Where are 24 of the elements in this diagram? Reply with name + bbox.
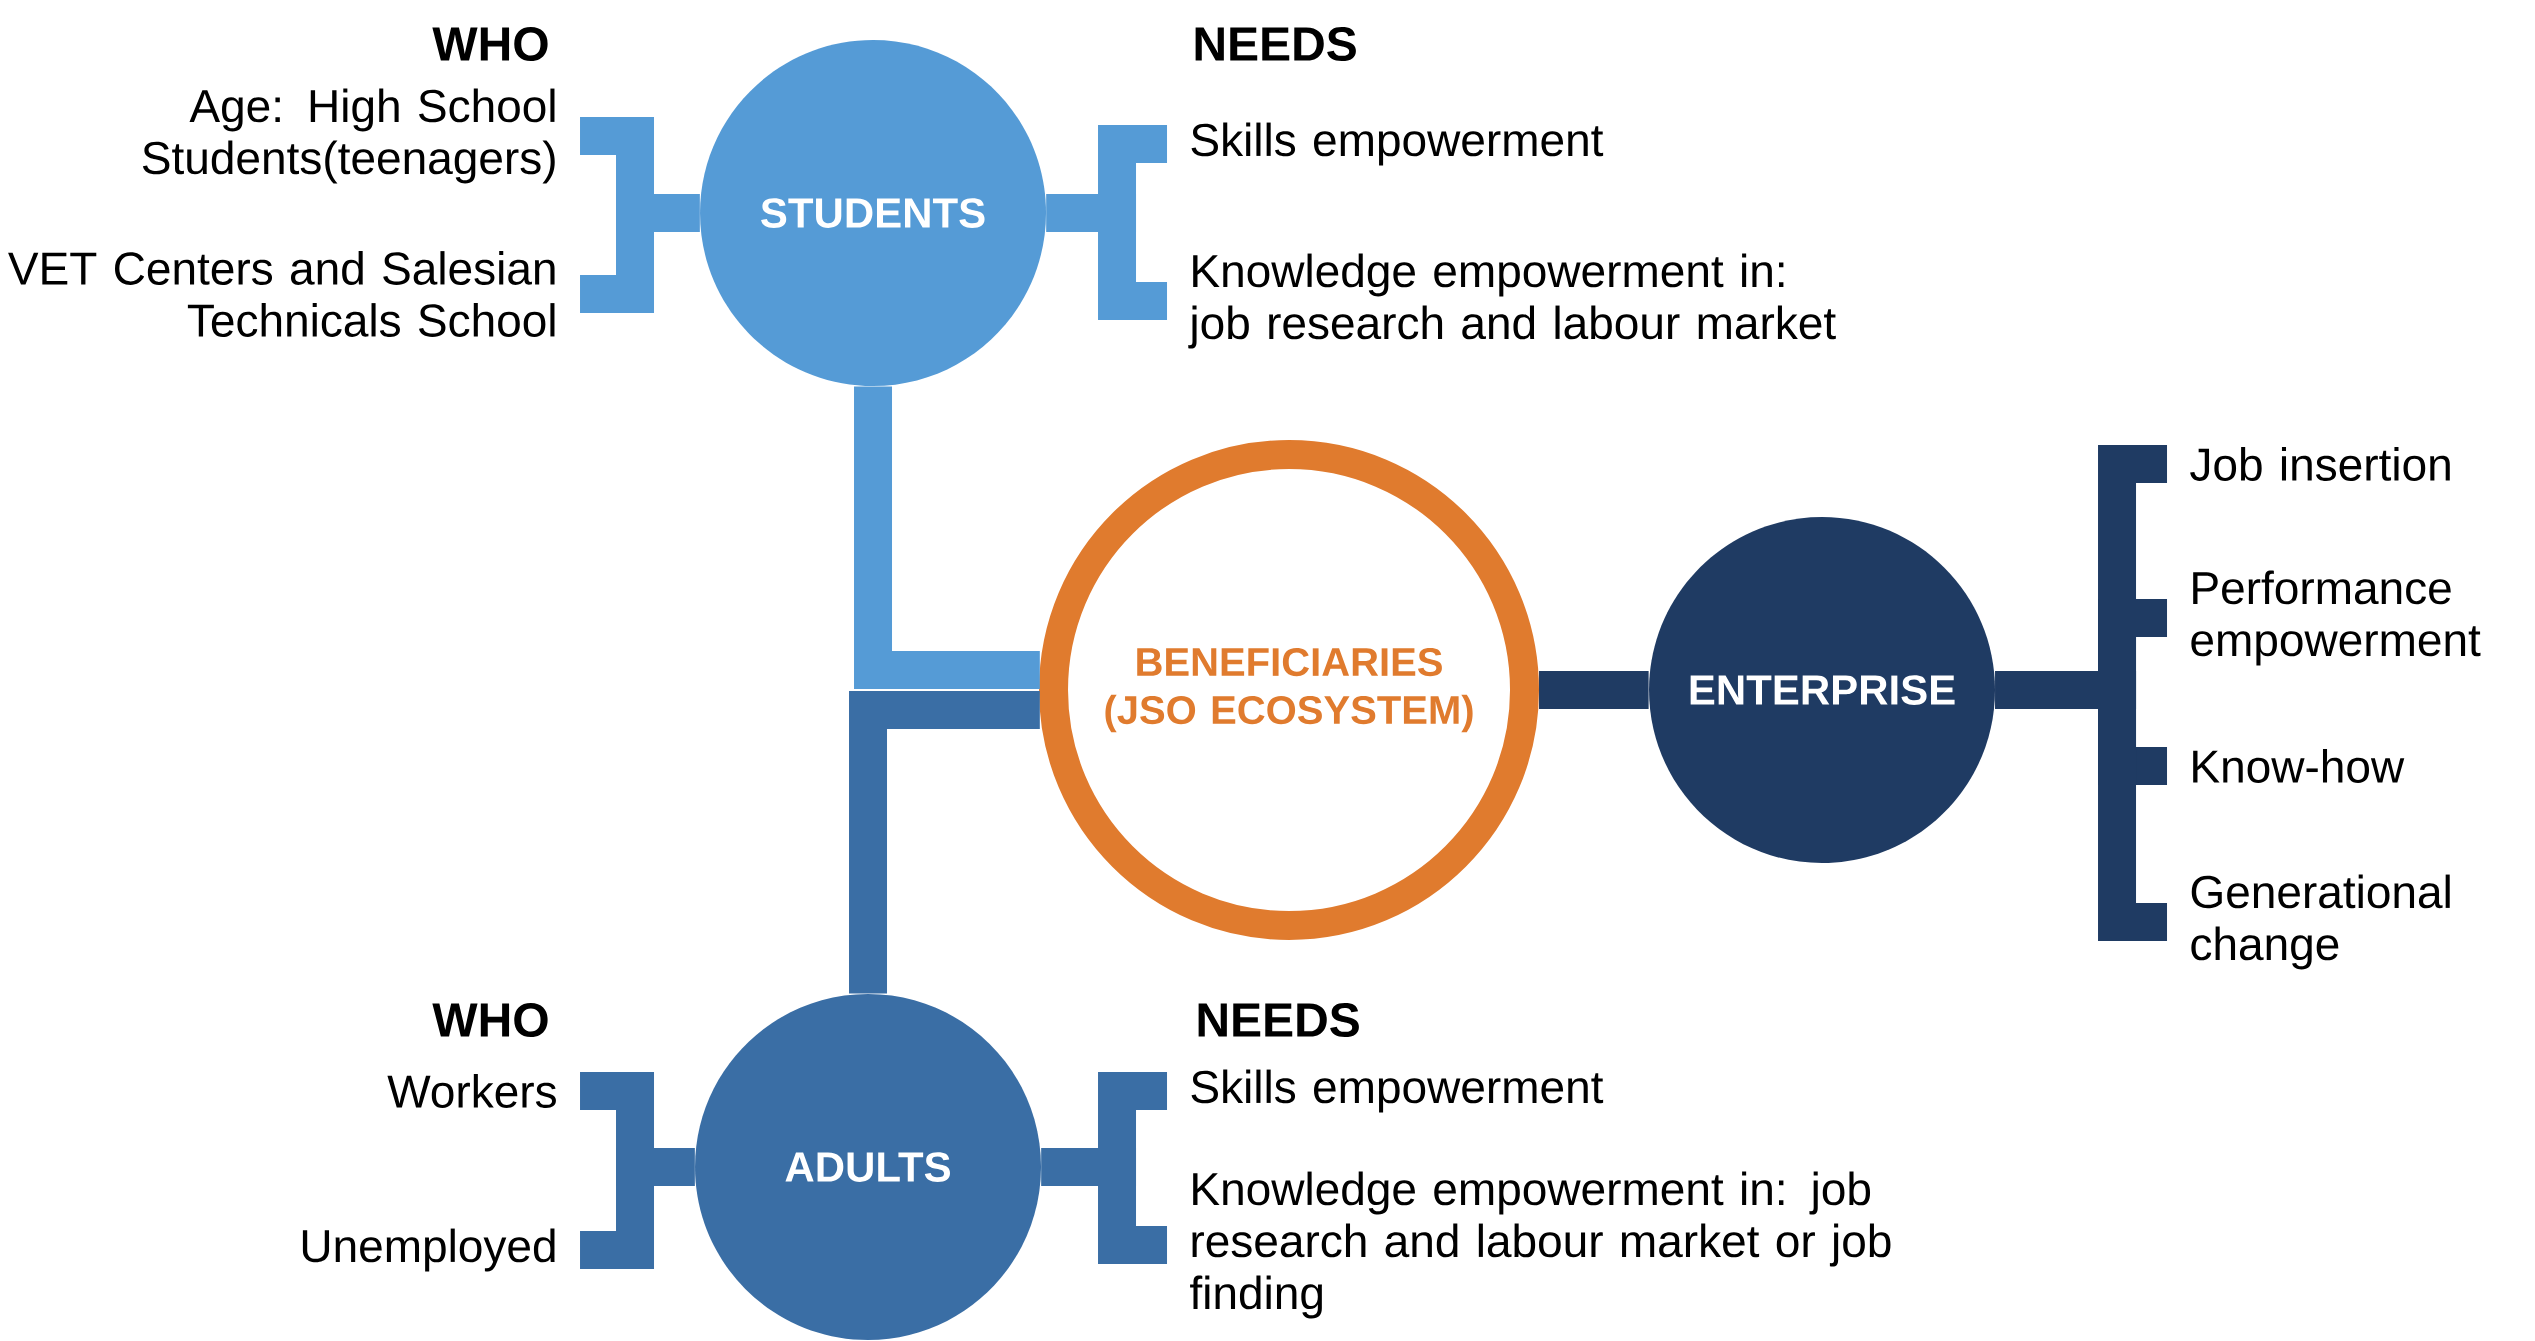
heading: WHO <box>432 27 548 61</box>
item-text: Performance empowerment <box>2191 570 2481 666</box>
heading: NEEDS <box>1195 27 1356 61</box>
item-text: Know-how <box>2193 749 2405 783</box>
item-text: Job insertion <box>2190 447 2450 481</box>
connector-line <box>1539 671 1649 709</box>
connector-line <box>854 386 1040 689</box>
bracket-connector <box>580 194 700 313</box>
item-text: Skills empowerment <box>1191 122 1604 166</box>
bracket-connector <box>1046 194 1167 320</box>
item-text: Knowledge empowerment in: job research and labour market or job finding <box>1190 1171 1891 1319</box>
item-text: Unemployed <box>302 1228 555 1272</box>
heading: NEEDS <box>1198 1003 1359 1037</box>
connector-line <box>849 691 1040 994</box>
item-text: Age: High School Students(teenagers) <box>142 88 555 184</box>
item-text: Generational change <box>2191 874 2450 970</box>
bracket-connector <box>580 1148 695 1269</box>
heading: WHO <box>432 1003 548 1037</box>
item-text: Workers <box>387 1074 556 1108</box>
item-text: Knowledge empowerment in: job research and labour market <box>1188 253 1836 349</box>
bracket-connector <box>1041 1148 1167 1264</box>
item-text: VET Centers and Salesian Technicals School <box>8 251 555 337</box>
item-text: Skills empowerment <box>1191 1069 1604 1113</box>
bracket-connector <box>1995 671 2167 941</box>
